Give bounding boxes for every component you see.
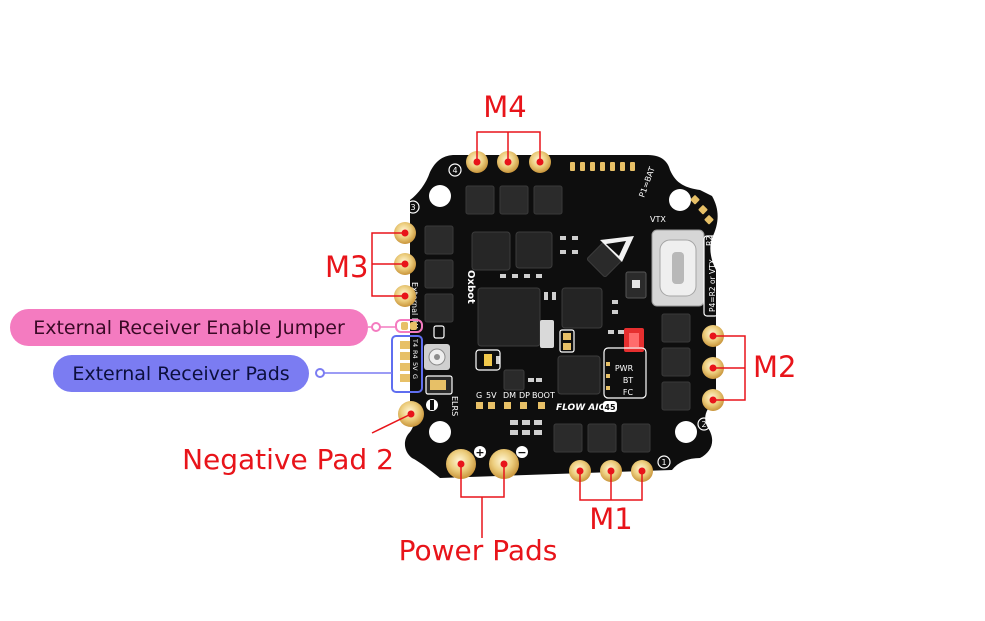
mounting-hole — [429, 421, 451, 443]
elrs-label: ELRS — [450, 396, 459, 416]
rx-pad-label-r4: R4 — [411, 350, 419, 359]
motor-number-4: 4 — [452, 166, 457, 175]
crystal — [540, 320, 554, 348]
usb-pad-row: G 5V DM DP BOOT — [476, 391, 555, 409]
brand-text: Oxbot — [465, 270, 476, 304]
ext-rx-jumper-pill — [10, 309, 368, 346]
usb-pad-label-5v: 5V — [486, 391, 497, 400]
usb-c-connector — [651, 229, 705, 307]
bottom-passives — [510, 420, 542, 435]
callout-m4: M4 — [473, 90, 544, 166]
mcu-chip — [477, 287, 541, 347]
usb-pad-label-boot: BOOT — [532, 391, 555, 400]
label-ext-rx-enable-jumper: External Receiver Enable Jumper — [33, 317, 345, 339]
signal-pad-row — [570, 162, 635, 171]
flight-controller-board: 4 3 2 1 — [391, 151, 724, 482]
ext-rx-pads-pill — [53, 355, 309, 392]
callout-ext-rx-enable-jumper: External Receiver Enable Jumper — [10, 309, 396, 346]
plus-sign: + — [475, 446, 484, 459]
led-label-fc: FC — [623, 388, 634, 397]
status-leds: PWR BT FC — [603, 328, 647, 399]
callout-negative-pad-2: Negative Pad 2 — [182, 410, 415, 476]
minus-sign: − — [517, 446, 526, 459]
led-label-pwr: PWR — [615, 364, 634, 373]
label-m1: M1 — [589, 502, 632, 536]
vtx-label: VTX — [650, 215, 666, 224]
rx-pad-label-5v: 5V — [411, 362, 419, 371]
usb-pad-label-g: G — [476, 391, 482, 400]
external-rx-pads-group: T4 R4 5V G — [391, 335, 423, 393]
label-m3: M3 — [325, 250, 368, 284]
mounting-hole — [675, 421, 697, 443]
external-rx-label: External RX — [410, 282, 419, 329]
vtx-pads — [690, 195, 714, 225]
mounting-hole — [429, 185, 451, 207]
callout-power-pads: Power Pads — [399, 460, 558, 567]
p4-r2-vtx-label: P4=R2 or VTX — [708, 259, 717, 312]
led-label-bt: BT — [623, 376, 633, 385]
usb-pad-label-dp: DP — [519, 391, 530, 400]
rx-pad-label-g: G — [411, 374, 419, 379]
ipex-antenna-connector — [424, 325, 450, 370]
main-chips — [471, 231, 647, 395]
usb-pad-label-dm: DM — [503, 391, 516, 400]
ext-rx-enable-jumper — [395, 319, 423, 333]
model-text: FLOW AIO — [556, 403, 607, 413]
model-badge: 45 — [604, 403, 616, 412]
callout-m1: M1 — [576, 467, 646, 536]
r2-label: R2 — [705, 235, 714, 246]
ext-rx-pads-highlight — [391, 335, 423, 393]
motor-number-2: 2 — [701, 420, 706, 429]
callout-m2: M2 — [709, 332, 796, 404]
motor-pads-m1 — [569, 460, 653, 482]
motor-number-1: 1 — [661, 458, 666, 467]
callout-m3: M3 — [325, 229, 409, 300]
mounting-hole — [669, 189, 691, 211]
mosfet-array — [424, 185, 691, 453]
label-m4: M4 — [483, 90, 526, 124]
label-ext-rx-pads: External Receiver Pads — [72, 363, 289, 385]
callout-ext-rx-pads: External Receiver Pads — [53, 355, 392, 392]
motor-number-badges: 4 3 2 1 — [406, 163, 711, 469]
rx-pad-label-t4: T4 — [411, 338, 419, 347]
motor-number-3: 3 — [410, 203, 415, 212]
label-power-pads: Power Pads — [399, 534, 558, 567]
label-negative-pad-2: Negative Pad 2 — [182, 443, 394, 476]
label-m2: M2 — [753, 350, 796, 384]
